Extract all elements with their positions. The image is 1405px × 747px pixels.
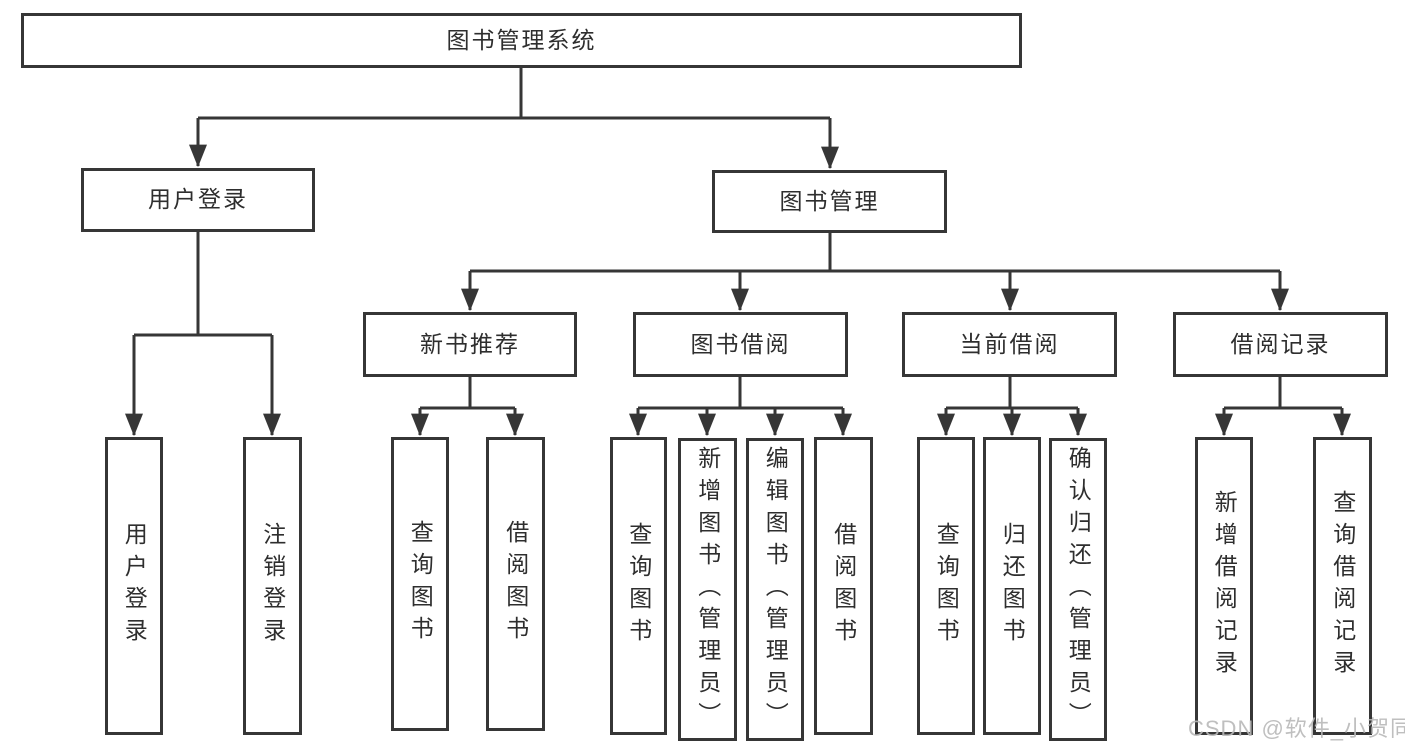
node-book-borrowing-label: 图书借阅 bbox=[690, 330, 791, 357]
node-root-label: 图书管理系统 bbox=[446, 26, 597, 53]
leaf-current-return-books-label: 归还图书 bbox=[999, 522, 1026, 650]
node-new-book-recommendation-label: 新书推荐 bbox=[420, 330, 520, 357]
node-root: 图书管理系统 bbox=[21, 13, 1022, 68]
leaf-recommend-borrow-books: 借阅图书 bbox=[486, 437, 545, 731]
leaf-recommend-borrow-books-label: 借阅图书 bbox=[502, 520, 529, 648]
node-book-management-label: 图书管理 bbox=[779, 187, 880, 214]
node-user-login-label: 用户登录 bbox=[148, 186, 248, 213]
leaf-logout-label: 注销登录 bbox=[259, 522, 286, 650]
node-new-book-recommendation: 新书推荐 bbox=[363, 312, 577, 377]
leaf-records-add-record-label: 新增借阅记录 bbox=[1211, 490, 1238, 682]
leaf-borrow-borrow-books: 借阅图书 bbox=[814, 437, 873, 735]
leaf-current-return-books: 归还图书 bbox=[983, 437, 1041, 735]
leaf-logout: 注销登录 bbox=[243, 437, 302, 735]
leaf-current-search-books-label: 查询图书 bbox=[933, 522, 960, 650]
node-book-management: 图书管理 bbox=[712, 170, 947, 233]
leaf-current-confirm-return-admin-label: 确认归还（管理员） bbox=[1065, 445, 1092, 734]
node-user-login: 用户登录 bbox=[81, 168, 315, 232]
leaf-borrow-add-books-admin-label: 新增图书（管理员） bbox=[694, 445, 721, 734]
leaf-borrow-borrow-books-label: 借阅图书 bbox=[830, 522, 857, 650]
leaf-current-search-books: 查询图书 bbox=[917, 437, 975, 735]
node-borrowing-records-label: 借阅记录 bbox=[1230, 330, 1331, 357]
leaf-recommend-search-books-label: 查询图书 bbox=[407, 520, 434, 648]
leaf-borrow-search-books: 查询图书 bbox=[610, 437, 667, 735]
leaf-user-login-label: 用户登录 bbox=[121, 522, 148, 650]
node-current-borrowing: 当前借阅 bbox=[902, 312, 1117, 377]
leaf-borrow-edit-books-admin-label: 编辑图书（管理员） bbox=[762, 445, 789, 734]
leaf-borrow-add-books-admin: 新增图书（管理员） bbox=[678, 438, 737, 741]
leaf-borrow-edit-books-admin: 编辑图书（管理员） bbox=[746, 438, 804, 741]
node-current-borrowing-label: 当前借阅 bbox=[959, 330, 1060, 357]
node-book-borrowing: 图书借阅 bbox=[633, 312, 848, 377]
node-borrowing-records: 借阅记录 bbox=[1173, 312, 1388, 377]
leaf-borrow-search-books-label: 查询图书 bbox=[625, 522, 652, 650]
leaf-recommend-search-books: 查询图书 bbox=[391, 437, 449, 731]
leaf-records-add-record: 新增借阅记录 bbox=[1195, 437, 1253, 735]
leaf-records-search-record: 查询借阅记录 bbox=[1313, 437, 1372, 735]
watermark: CSDN @软件_小贺同学 bbox=[1188, 716, 1405, 741]
leaf-records-search-record-label: 查询借阅记录 bbox=[1329, 490, 1356, 682]
leaf-user-login: 用户登录 bbox=[105, 437, 163, 735]
leaf-current-confirm-return-admin: 确认归还（管理员） bbox=[1049, 438, 1107, 741]
